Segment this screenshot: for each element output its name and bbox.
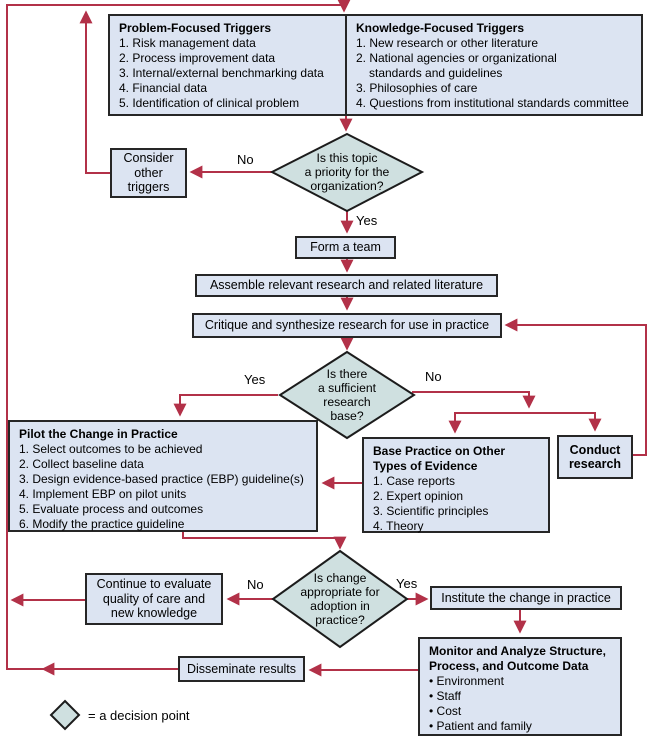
list-item: 2. Expert opinion (373, 489, 464, 503)
research-yes-line (173, 394, 278, 417)
feedback-loop-line (6, 0, 351, 670)
pilot-change-box: Pilot the Change in Practice 1. Select o… (8, 420, 318, 532)
base-practice-title: Base Practice on Other Types of Evidence (373, 444, 506, 473)
conduct-research-box: Conduct research (557, 435, 633, 479)
critique-synthesize-box: Critique and synthesize research for use… (192, 313, 502, 338)
list-item: 2. Collect baseline data (19, 457, 144, 471)
consider-other-triggers-box: Consider other triggers (110, 148, 187, 198)
change-no-label: No (247, 577, 264, 592)
list-item: 5. Identification of clinical problem (119, 96, 300, 110)
problem-triggers-box: Problem-Focused Triggers 1. Risk managem… (108, 14, 347, 116)
research-no-line (412, 391, 536, 409)
priority-yes-label: Yes (356, 213, 378, 228)
no-split-left-line (448, 412, 529, 434)
list-item: 3. Design evidence-based practice (EBP) … (19, 472, 304, 486)
problem-triggers-title: Problem-Focused Triggers (119, 21, 272, 35)
list-item: 2. National agencies or organizational s… (356, 51, 557, 80)
list-item: 1. Case reports (373, 474, 456, 488)
list-item: • Cost (429, 704, 462, 718)
list-item: 4. Implement EBP on pilot units (19, 487, 187, 501)
base-practice-box: Base Practice on Other Types of Evidence… (362, 437, 550, 533)
change-appropriate-decision-diamond (271, 549, 409, 649)
conduct-to-critique-line (504, 318, 647, 456)
change-yes-label: Yes (396, 576, 418, 591)
list-item: 6. Modify the practice guideline (19, 517, 185, 531)
priority-decision-text: Is this topic a priority for the organiz… (304, 151, 390, 193)
change-appropriate-decision-text: Is change appropriate for adoption in pr… (300, 571, 380, 627)
list-item: 1. Risk management data (119, 36, 256, 50)
list-item: 3. Scientific principles (373, 504, 489, 518)
disseminate-results-box: Disseminate results (178, 656, 305, 682)
legend-label: = a decision point (88, 708, 190, 723)
list-item: 3. Philosophies of care (356, 81, 478, 95)
list-item: 4. Theory (373, 519, 424, 533)
monitor-analyze-box: Monitor and Analyze Structure, Process, … (418, 637, 622, 736)
list-item: • Patient and family (429, 719, 532, 733)
assemble-research-box: Assemble relevant research and related l… (195, 274, 498, 297)
knowledge-triggers-box: Knowledge-Focused Triggers 1. New resear… (345, 14, 643, 116)
list-item: 1. New research or other literature (356, 36, 539, 50)
consider-triggers-feedback-line (79, 10, 110, 174)
pilot-to-change-line (182, 532, 347, 550)
list-item: 4. Financial data (119, 81, 208, 95)
list-item: 1. Select outcomes to be achieved (19, 442, 203, 456)
continue-evaluate-box: Continue to evaluate quality of care and… (85, 573, 223, 625)
research-no-label: No (425, 369, 442, 384)
list-item: 2. Process improvement data (119, 51, 276, 65)
research-base-decision-text: Is there a sufficient research base? (317, 367, 377, 423)
list-item: • Environment (429, 674, 504, 688)
list-item: • Staff (429, 689, 461, 703)
no-split-right-line (529, 412, 602, 432)
form-team-box: Form a team (295, 236, 396, 259)
institute-change-box: Institute the change in practice (430, 586, 622, 610)
pilot-change-title: Pilot the Change in Practice (19, 427, 178, 441)
research-base-decision-diamond (278, 350, 416, 440)
legend-decision-diamond-icon (49, 699, 81, 731)
priority-no-label: No (237, 152, 254, 167)
knowledge-triggers-title: Knowledge-Focused Triggers (356, 21, 525, 35)
list-item: 5. Evaluate process and outcomes (19, 502, 204, 516)
research-yes-label: Yes (244, 372, 266, 387)
monitor-analyze-title: Monitor and Analyze Structure, Process, … (429, 644, 606, 673)
priority-decision-diamond (269, 132, 425, 213)
list-item: 3. Internal/external benchmarking data (119, 66, 324, 80)
list-item: 4. Questions from institutional standard… (356, 96, 629, 110)
